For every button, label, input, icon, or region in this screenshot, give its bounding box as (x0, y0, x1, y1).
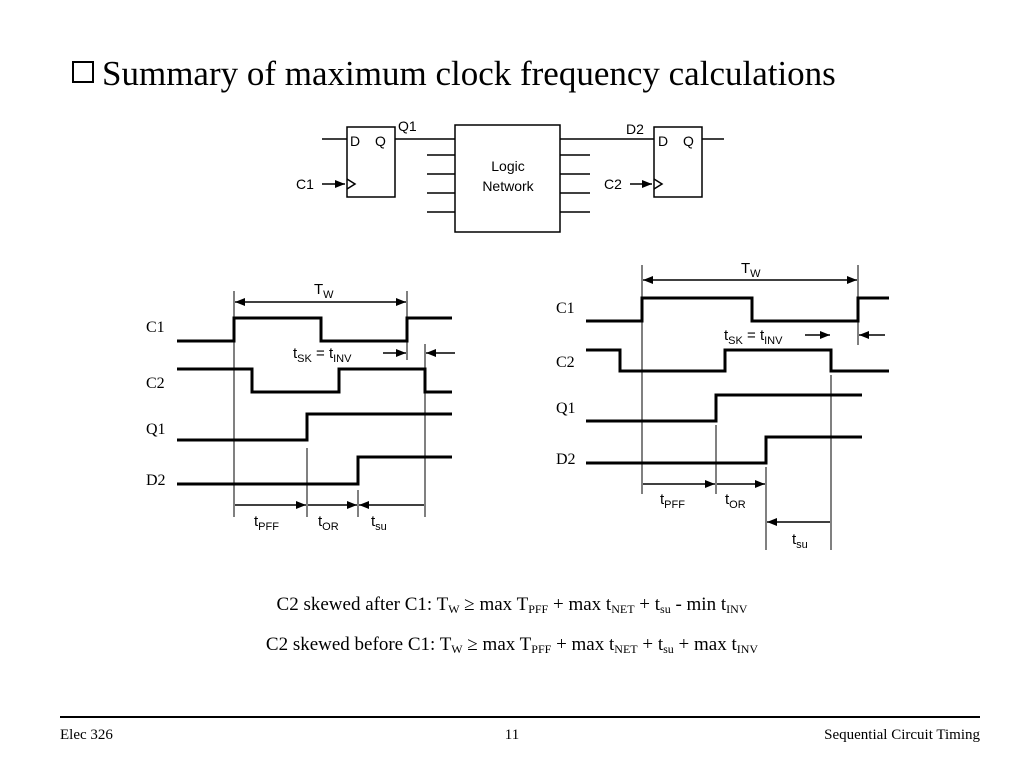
left-tw-label: TW (314, 281, 334, 301)
right-q1-waveform (586, 393, 862, 423)
right-q1-label: Q1 (556, 400, 576, 417)
right-d2-waveform (586, 435, 862, 465)
left-d2-label: D2 (146, 472, 166, 489)
right-tw-label: TW (741, 260, 761, 280)
clock-input-icon (346, 178, 357, 190)
left-c2-label: C2 (146, 375, 165, 392)
left-c2-waveform (177, 367, 452, 394)
right-c2-label: C2 (556, 354, 575, 371)
logic-network-box (454, 124, 561, 233)
footer-divider (60, 716, 980, 718)
flip-flop-2 (653, 126, 703, 198)
left-c1-label: C1 (146, 319, 165, 336)
left-timing-diagram: C1 C2 Q1 D2 TW tSK = tINV tPFF tOR tsu (146, 281, 455, 533)
c1-circuit-label: C1 (296, 176, 314, 192)
slide-title-text: Summary of maximum clock frequency calcu… (102, 54, 836, 93)
left-q1-waveform (177, 412, 452, 442)
right-tor-label: tOR (725, 491, 746, 511)
q1-label: Q1 (398, 118, 417, 134)
network-label: Network (482, 178, 534, 194)
c2-circuit-label: C2 (604, 176, 622, 192)
right-tsu-label: tsu (792, 531, 808, 551)
right-c2-waveform (586, 348, 889, 373)
slide-title: Summary of maximum clock frequency calcu… (72, 50, 836, 98)
left-tsk-label: tSK = tINV (293, 345, 352, 365)
formula-skewed-before: C2 skewed before C1: TW ≥ max TPFF + max… (265, 634, 759, 656)
right-timing-diagram: C1 C2 Q1 D2 TW tSK = tINV tPFF tOR tsu (556, 260, 889, 551)
left-tsu-label: tsu (371, 513, 387, 533)
timing-diagram: D Q D Q Q1 D2 C1 C2 Logic Network (146, 118, 889, 551)
formula-skewed-after: C2 skewed after C1: TW ≥ max TPFF + max … (276, 594, 748, 616)
ff1-q-label: Q (375, 133, 386, 149)
left-tor-label: tOR (318, 513, 339, 533)
left-c1-waveform (177, 316, 452, 343)
ff2-d-label: D (658, 133, 668, 149)
right-c1-label: C1 (556, 300, 575, 317)
left-q1-label: Q1 (146, 421, 166, 438)
logic-label: Logic (491, 158, 524, 174)
bullet-square-icon (72, 61, 94, 83)
clock-input-icon (653, 178, 664, 190)
circuit-schematic (322, 124, 724, 233)
right-tsk-label: tSK = tINV (724, 327, 783, 347)
right-tpff-label: tPFF (660, 491, 685, 511)
left-d2-waveform (177, 455, 452, 486)
left-tpff-label: tPFF (254, 513, 279, 533)
right-c1-waveform (586, 296, 889, 323)
footer-course: Elec 326 (60, 727, 113, 743)
flip-flop-1 (346, 126, 396, 198)
ff1-d-label: D (350, 133, 360, 149)
footer-topic: Sequential Circuit Timing (824, 727, 980, 743)
d2-label: D2 (626, 121, 644, 137)
right-d2-label: D2 (556, 451, 576, 468)
footer-page-number: 11 (504, 727, 520, 743)
ff2-q-label: Q (683, 133, 694, 149)
